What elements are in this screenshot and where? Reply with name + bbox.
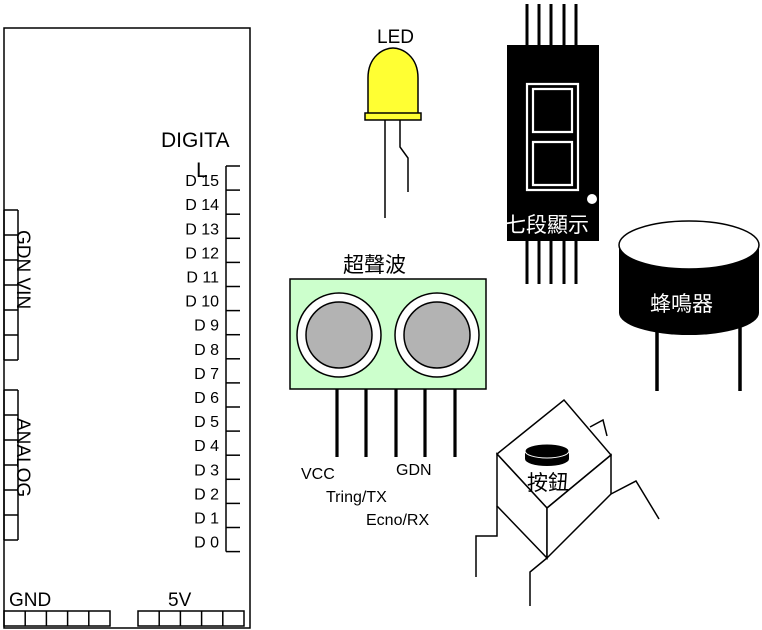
left-pin-header: [3, 209, 19, 541]
digital-label-line2: L: [196, 159, 208, 182]
ultrasonic-pin-label-trig: Tring/TX: [326, 489, 387, 506]
digital-pin-label: D 9: [194, 318, 219, 335]
ultrasonic-right-eye: [403, 301, 471, 369]
ultrasonic-pin-label-vcc: VCC: [301, 466, 335, 483]
digital-pin-label: D 10: [185, 294, 219, 311]
digital-pin-label: D 4: [194, 438, 219, 455]
buzzer: 蜂鳴器: [618, 220, 760, 391]
ultrasonic-pins: [335, 389, 457, 457]
ultrasonic-left-eye: [305, 301, 373, 369]
digital-pin-label: D 2: [194, 486, 219, 503]
ultrasonic-sensor: 超聲波 VCC Tring/TX Ecno/RX GDN: [289, 253, 487, 529]
led-anode-leg: [399, 120, 409, 192]
button-cap-top: [524, 443, 570, 459]
digital-pin-label: D 11: [186, 270, 219, 287]
ultrasonic-pin-label-gnd: GDN: [396, 462, 432, 479]
left-label-analog: ANALOG: [12, 418, 33, 497]
ultrasonic-label: 超聲波: [343, 253, 406, 277]
bottom-label-5v: 5V: [168, 590, 192, 611]
digital-pin-label: D 8: [194, 342, 219, 359]
digital-pin-label: D 13: [185, 221, 219, 238]
digital-pin-label: D 7: [194, 366, 219, 383]
bottom-pin-header: [3, 610, 245, 627]
digital-pin-label: D 3: [194, 462, 219, 479]
bottom-header-strip: [137, 610, 245, 627]
led-label: LED: [377, 27, 414, 48]
seven-segment-decimal-point: [587, 194, 597, 204]
ultrasonic-pin-label-echo: Ecno/RX: [366, 512, 429, 529]
led-body: [367, 47, 419, 117]
digital-pin-label: D 6: [194, 390, 219, 407]
button-legs: [475, 418, 660, 606]
digital-pin-label: D 5: [194, 414, 219, 431]
seven-segment-digit: [525, 82, 580, 192]
buzzer-top: [618, 220, 760, 270]
digital-pin-label: D 0: [194, 535, 219, 552]
buzzer-label: 蜂鳴器: [650, 292, 713, 316]
seven-segment-bottom-pins: [525, 240, 578, 284]
digital-pin-label: D 14: [185, 197, 219, 214]
left-label-power: GDN VIN: [12, 230, 33, 309]
led-component: LED: [364, 27, 422, 218]
digital-pin-label: D 1: [194, 511, 219, 528]
arduino-board: DIGITA L D 15D 14D 13D 12D 11D 10D 9D 8D…: [3, 27, 251, 629]
seven-segment-top-pins: [525, 4, 578, 46]
buzzer-body: [619, 245, 759, 335]
button-label: 按鈕: [527, 471, 569, 495]
bottom-header-strip: [3, 610, 111, 627]
push-button: 按鈕: [475, 398, 660, 606]
seven-segment-label: 七段顯示: [505, 213, 589, 237]
digital-label-line1: DIGITA: [161, 129, 229, 152]
digital-pin-header: D 15 D 14 D 13 D 12 D 11 D 10 D 9 D 8 D 7 D 6 D 5 D…: [185, 165, 240, 553]
button-right-face: [546, 453, 612, 560]
seven-segment-display: 七段顯示: [505, 4, 599, 284]
digital-pin-label: D 15: [185, 173, 219, 190]
digital-pin-label: D 12: [185, 245, 219, 262]
led-base: [364, 112, 422, 121]
bottom-label-gnd: GND: [9, 590, 51, 611]
